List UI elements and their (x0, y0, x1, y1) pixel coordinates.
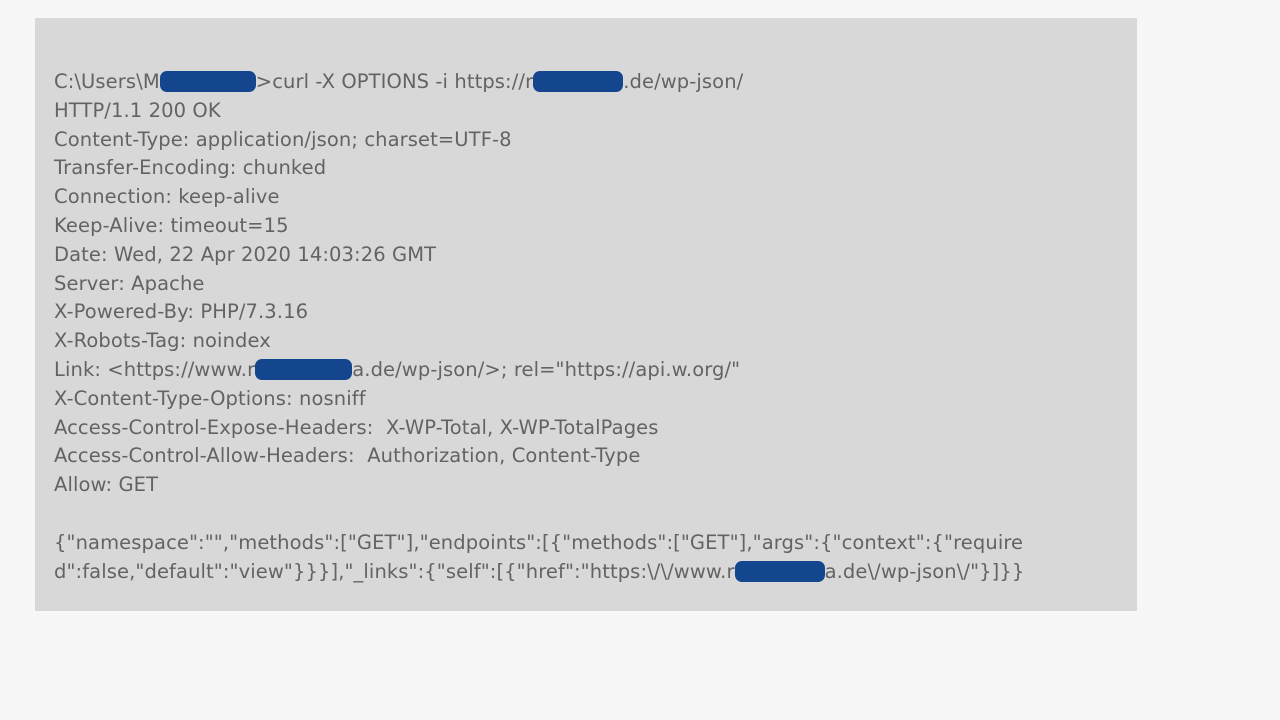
terminal-text: d":false,"default":"view"}}}],"_links":{… (54, 559, 735, 583)
terminal-text: a.de\/wp-json\/"}]}} (824, 559, 1025, 583)
terminal-text: Keep-Alive: timeout=15 (54, 213, 289, 237)
terminal-line: X-Content-Type-Options: nosniff (54, 385, 1118, 414)
terminal-text: Access-Control-Expose-Headers: X-WP-Tota… (54, 415, 659, 439)
terminal-line: d":false,"default":"view"}}}],"_links":{… (54, 558, 1118, 587)
terminal-text: Content-Type: application/json; charset=… (54, 127, 512, 151)
terminal-line: HTTP/1.1 200 OK (54, 97, 1118, 126)
terminal-line: Connection: keep-alive (54, 183, 1118, 212)
terminal-line: Access-Control-Expose-Headers: X-WP-Tota… (54, 414, 1118, 443)
terminal-panel: C:\Users\M >curl -X OPTIONS -i https://r.… (35, 18, 1137, 611)
terminal-line: Keep-Alive: timeout=15 (54, 212, 1118, 241)
terminal-output: C:\Users\M >curl -X OPTIONS -i https://r.… (54, 68, 1118, 586)
terminal-line (54, 500, 1118, 529)
terminal-text: Connection: keep-alive (54, 185, 280, 209)
redaction-box (734, 560, 825, 582)
terminal-text: X-Powered-By: PHP/7.3.16 (54, 300, 309, 324)
terminal-text: a.de/wp-json/>; rel="https://api.w.org/" (352, 357, 741, 381)
terminal-line: Allow: GET (54, 471, 1118, 500)
terminal-line: Link: <https://www.r a.de/wp-json/>; rel=… (54, 356, 1118, 385)
redaction-box (533, 71, 624, 92)
redaction-box (255, 358, 353, 380)
terminal-line: Date: Wed, 22 Apr 2020 14:03:26 GMT (54, 241, 1118, 270)
terminal-text: C:\Users\M (54, 70, 160, 93)
terminal-line: Server: Apache (54, 270, 1118, 299)
terminal-text: Link: <https://www.r (54, 357, 256, 381)
terminal-text: X-Robots-Tag: noindex (54, 329, 271, 353)
terminal-text: Allow: GET (54, 473, 159, 497)
redaction-box (159, 71, 256, 92)
terminal-text: >curl -X OPTIONS -i https://r (255, 70, 534, 93)
terminal-text: Date: Wed, 22 Apr 2020 14:03:26 GMT (54, 242, 437, 266)
terminal-text: {"namespace":"","methods":["GET"],"endpo… (54, 530, 1024, 554)
terminal-text: X-Content-Type-Options: nosniff (54, 386, 366, 410)
terminal-line: C:\Users\M >curl -X OPTIONS -i https://r.… (54, 68, 1118, 97)
terminal-line: Content-Type: application/json; charset=… (54, 126, 1118, 155)
terminal-text: HTTP/1.1 200 OK (54, 98, 221, 122)
terminal-text: .de/wp-json/ (623, 70, 744, 93)
terminal-text: Access-Control-Allow-Headers: Authorizat… (54, 444, 641, 468)
terminal-text: Transfer-Encoding: chunked (54, 156, 327, 180)
terminal-line: {"namespace":"","methods":["GET"],"endpo… (54, 529, 1118, 558)
terminal-line: X-Robots-Tag: noindex (54, 327, 1118, 356)
terminal-text: Server: Apache (54, 271, 205, 295)
terminal-line: Access-Control-Allow-Headers: Authorizat… (54, 442, 1118, 471)
terminal-line: Transfer-Encoding: chunked (54, 154, 1118, 183)
terminal-line: X-Powered-By: PHP/7.3.16 (54, 298, 1118, 327)
